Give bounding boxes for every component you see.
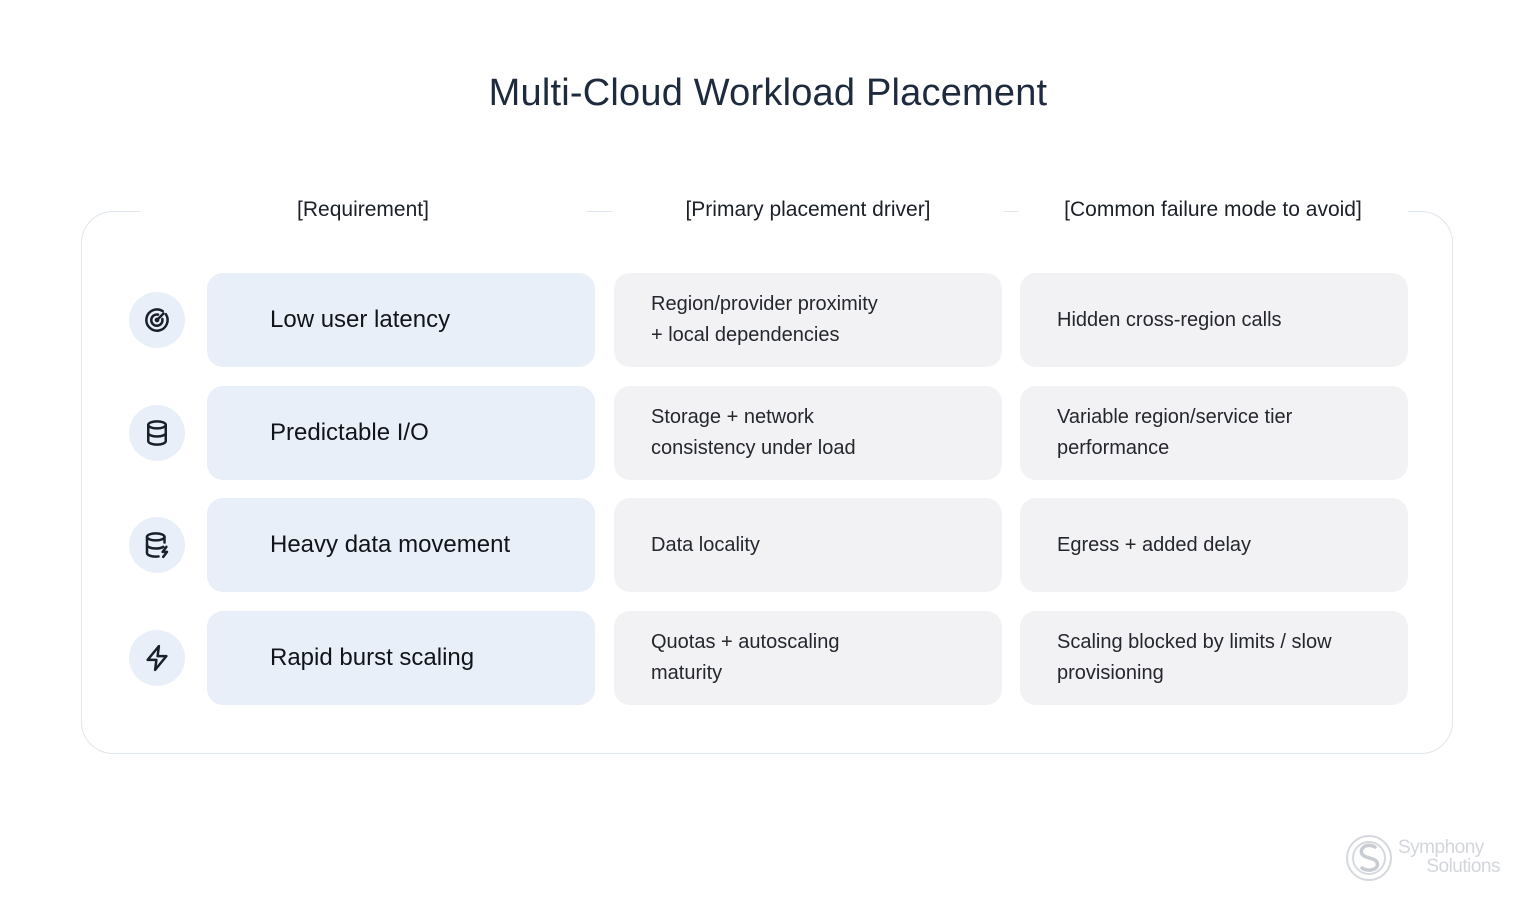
- driver-line: Data locality: [651, 533, 760, 556]
- table-row: Low user latency Region/provider proximi…: [0, 273, 1536, 367]
- driver-line: + local dependencies: [651, 324, 840, 346]
- requirement-cell: Rapid burst scaling: [207, 611, 595, 705]
- driver-cell: Quotas + autoscaling maturity: [614, 611, 1002, 705]
- requirement-label: Low user latency: [270, 306, 451, 333]
- logo-mark-icon: [1346, 835, 1392, 881]
- logo-text: Symphony Solutions: [1396, 837, 1501, 877]
- requirement-cell: Heavy data movement: [207, 498, 595, 592]
- driver-cell: Region/provider proximity + local depend…: [614, 273, 1002, 367]
- driver-line: maturity: [651, 662, 723, 684]
- table-row: Rapid burst scaling Quotas + autoscaling…: [0, 611, 1536, 705]
- driver-line: Quotas + autoscaling: [651, 631, 840, 653]
- requirement-cell: Predictable I/O: [207, 386, 595, 480]
- failure-line: Scaling blocked by limits / slow: [1057, 631, 1332, 653]
- driver-line: consistency under load: [651, 437, 856, 459]
- driver-cell: Data locality: [614, 498, 1002, 592]
- failure-line: performance: [1057, 437, 1170, 459]
- driver-line: Storage + network: [651, 406, 814, 428]
- failure-line: Egress + added delay: [1057, 533, 1252, 556]
- failure-cell: Variable region/service tier performance: [1020, 386, 1408, 480]
- failure-cell: Scaling blocked by limits / slow provisi…: [1020, 611, 1408, 705]
- requirement-label: Heavy data movement: [270, 531, 511, 558]
- lightning-icon: [129, 630, 185, 686]
- page-title: Multi-Cloud Workload Placement: [488, 72, 1048, 114]
- database-bolt-icon: [129, 517, 185, 573]
- failure-cell: Egress + added delay: [1020, 498, 1408, 592]
- brand-logo: Symphony Solutions: [1344, 832, 1504, 888]
- logo-text-line1: Symphony: [1398, 837, 1484, 858]
- column-header-failure: [Common failure mode to avoid]: [1018, 194, 1408, 226]
- requirement-label: Predictable I/O: [270, 419, 429, 446]
- failure-line: Hidden cross-region calls: [1057, 308, 1282, 331]
- database-icon: [129, 405, 185, 461]
- requirement-label: Rapid burst scaling: [270, 644, 475, 671]
- column-header-driver: [Primary placement driver]: [612, 194, 1004, 226]
- logo-text-line2: Solutions: [1426, 856, 1500, 877]
- failure-cell: Hidden cross-region calls: [1020, 273, 1408, 367]
- gauge-icon: [129, 292, 185, 348]
- failure-line: provisioning: [1057, 662, 1164, 684]
- driver-cell: Storage + network consistency under load: [614, 386, 1002, 480]
- column-header-requirement: [Requirement]: [140, 194, 586, 226]
- requirement-cell: Low user latency: [207, 273, 595, 367]
- table-row: Predictable I/O Storage + network consis…: [0, 386, 1536, 480]
- driver-line: Region/provider proximity: [651, 293, 878, 315]
- table-row: Heavy data movement Data locality Egress…: [0, 498, 1536, 592]
- failure-line: Variable region/service tier: [1057, 406, 1293, 428]
